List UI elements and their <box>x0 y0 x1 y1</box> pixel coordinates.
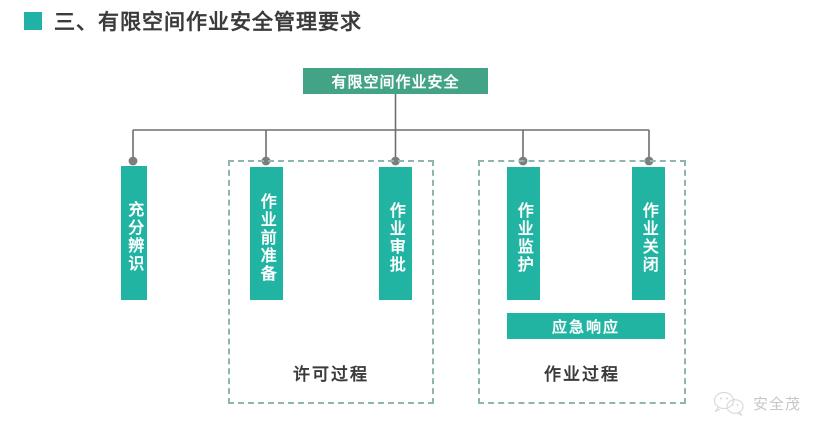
group-frame-permit <box>228 160 434 404</box>
node-emergency-response[interactable]: 应急响应 <box>507 313 665 339</box>
node-full-identification[interactable]: 充分辨识 <box>121 166 147 300</box>
root-node[interactable]: 有限空间作业安全 <box>303 68 488 94</box>
group-label-permit: 许可过程 <box>293 365 369 385</box>
watermark-text: 安全茂 <box>752 394 801 413</box>
node-work-closure[interactable]: 作业关闭 <box>632 167 665 300</box>
group-label-work: 作业过程 <box>544 365 620 385</box>
node-work-supervision[interactable]: 作业监护 <box>507 167 540 300</box>
page-title-text: 三、有限空间作业安全管理要求 <box>54 10 362 34</box>
group-frame-work <box>478 160 686 404</box>
node-pre-work-preparation[interactable]: 作业前准备 <box>250 167 283 300</box>
square-bullet-icon <box>24 12 42 30</box>
watermark: 安全茂 <box>712 389 801 417</box>
node-work-approval[interactable]: 作业审批 <box>379 167 412 300</box>
wechat-logo-icon <box>713 391 744 416</box>
page-title: 三、有限空间作业安全管理要求 <box>24 6 362 36</box>
